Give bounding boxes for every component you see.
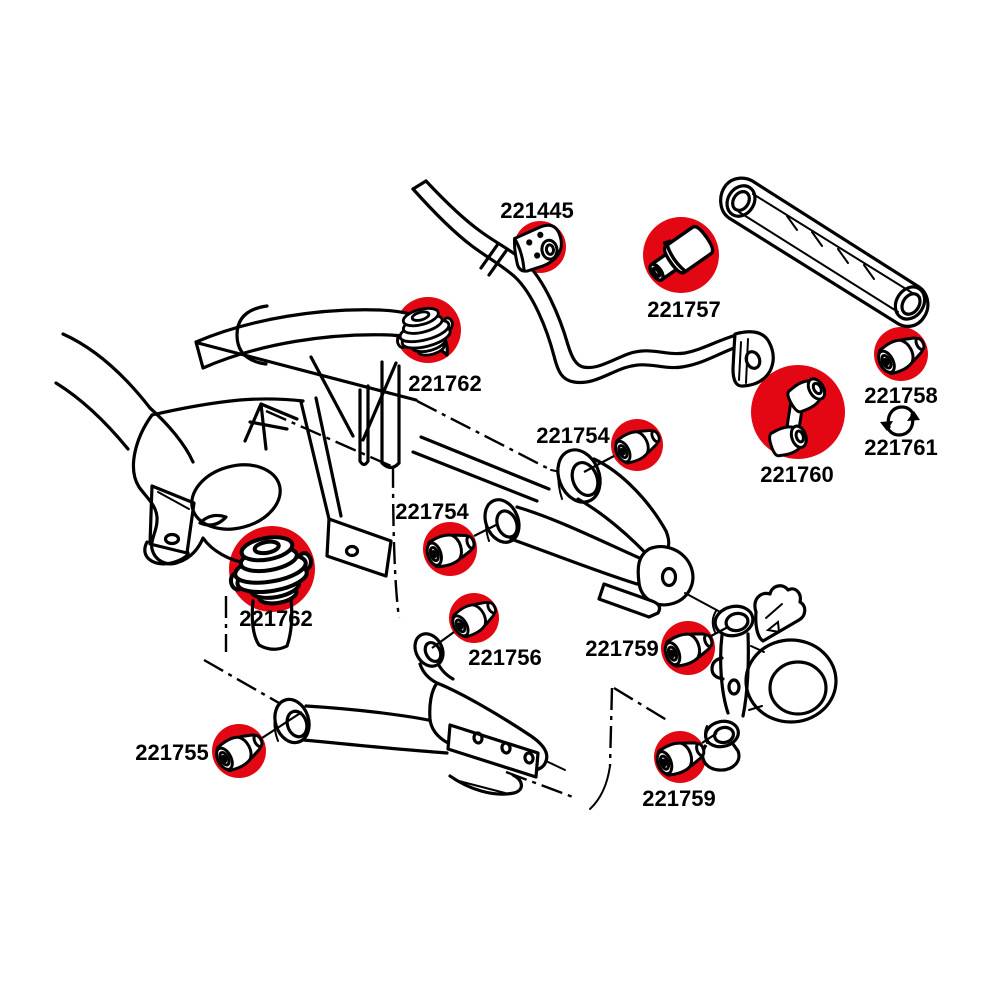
wheel-knuckle-hub-drawing: [701, 584, 838, 772]
part-badges-layer: 221445 221757 221758 221761 221760 221762 2217…: [135, 198, 937, 811]
circular-arrows-icon: [880, 405, 920, 437]
stabilizer-bar-drawing: [411, 179, 775, 388]
part-number-label: 221759: [585, 636, 658, 661]
subframe-drawing: [54, 304, 551, 651]
part-number-label: 221762: [239, 606, 312, 631]
leader-line-221754: [583, 455, 615, 473]
part-number-label: 221760: [760, 462, 833, 487]
lower-control-arm-drawing: [273, 632, 566, 796]
leader-line-221759: [710, 626, 729, 637]
part-number-label: 221761: [864, 435, 937, 460]
leader-line-221756: [431, 631, 455, 649]
part-number-label: 221755: [135, 740, 208, 765]
part-number-label: 221758: [864, 383, 937, 408]
part-number-label: 221762: [408, 371, 481, 396]
part-number-label: 221754: [536, 423, 610, 448]
part-number-label: 221757: [647, 297, 720, 322]
upper-control-arm-drawing: [483, 448, 725, 619]
part-number-label: 221445: [500, 198, 573, 223]
leader-line-221755: [261, 711, 303, 739]
leader-line-221754: [473, 523, 499, 537]
leader-line-221759: [701, 732, 718, 744]
part-number-label: 221756: [468, 645, 541, 670]
part-number-label: 221754: [395, 499, 469, 524]
trailing-rod-drawing: [719, 176, 930, 328]
part-number-label: 221759: [642, 786, 715, 811]
